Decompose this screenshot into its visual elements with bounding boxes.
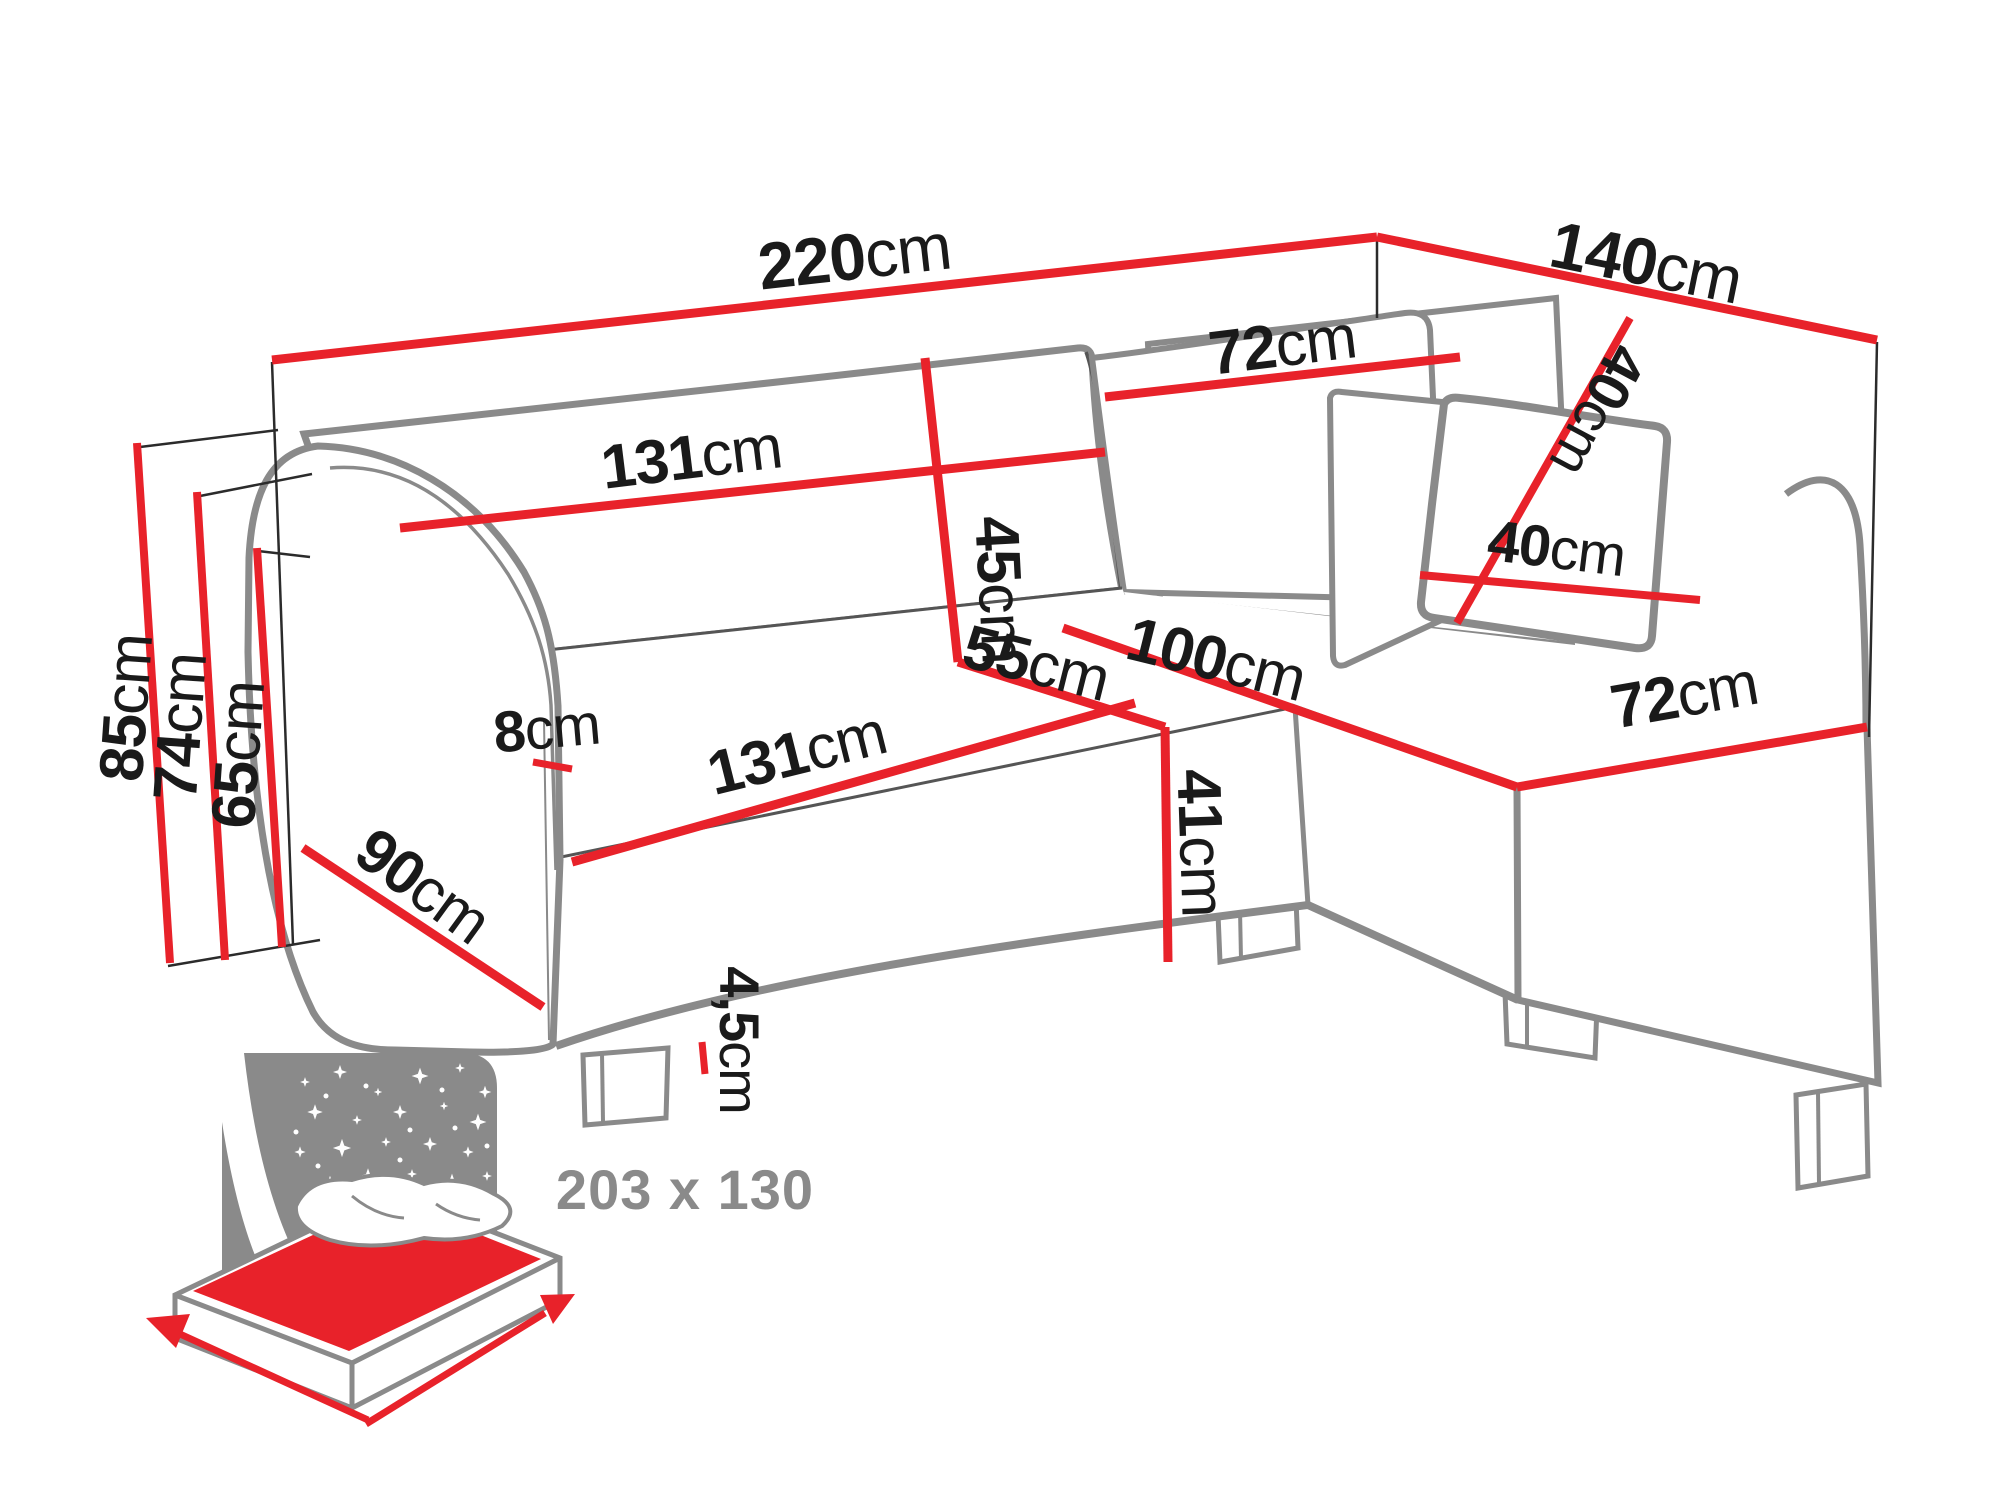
- dim-label-backrest-width: 131cm: [597, 413, 785, 504]
- dim-line-backrest-width: [399, 447, 1106, 533]
- chaise-seat-surface: [1124, 592, 1867, 787]
- dim-line-pillow-width: [1419, 571, 1701, 604]
- dim-label-armrest-height: 74cm: [141, 651, 220, 803]
- dim-line-total-length: [271, 232, 1378, 365]
- pillow-fold: [351, 1194, 405, 1220]
- dim-line-total-depth: [1376, 232, 1878, 345]
- dim-line-armrest-height: [193, 491, 229, 961]
- dimension-lines: [133, 232, 1878, 1075]
- dim-line-seat-front-width: [570, 698, 1137, 867]
- dim-label-leg-height: 4,5cm: [708, 966, 771, 1114]
- dim-line-armrest-top-width: [532, 758, 573, 773]
- dim-label-chaise-width: 72cm: [1606, 649, 1763, 743]
- night-panel-sliver: [222, 1122, 272, 1290]
- sleeping-area-icon: 203 x 130: [146, 1053, 814, 1427]
- pillow-fold-2: [435, 1202, 481, 1222]
- night-panel-swoosh: [244, 1053, 314, 1290]
- dim-line-back-right-width: [1104, 352, 1461, 402]
- armrest-band-inner: [329, 465, 558, 871]
- dim-line-armrest-side-depth: [300, 844, 546, 1011]
- dim-line-chaise-length: [1061, 623, 1519, 792]
- chaise-left-bottom-edge: [1306, 901, 1520, 1004]
- dim-line-seat-depth: [956, 657, 1167, 732]
- dim-label-seatback-height: 65cm: [199, 679, 278, 831]
- seat-front-face: [478, 709, 1308, 1044]
- dim-line-pillow-height: [1453, 316, 1634, 625]
- sofa-drawing: [244, 294, 1882, 1191]
- dim-line-backrest-height: [920, 357, 963, 663]
- dim-line-leg-height: [698, 1041, 709, 1075]
- dim-label-pillow-width: 40cm: [1484, 508, 1629, 589]
- dim-line-seatback-height: [253, 547, 286, 948]
- dim-label-armrest-top-width: 8cm: [491, 692, 603, 766]
- bed-size-arrows: [146, 1294, 575, 1427]
- dim-line-seat-height: [1160, 726, 1173, 963]
- dim-label-total-length: 220cm: [754, 209, 954, 304]
- armrest-right: [1783, 476, 1870, 729]
- extension-lines: [139, 239, 1879, 968]
- dim-label-total-height: 85cm: [87, 632, 166, 784]
- armrest-front-crease: [543, 719, 550, 1041]
- dim-label-seat-height: 41cm: [1163, 768, 1237, 918]
- dim-line-total-height: [133, 442, 174, 964]
- seat-front-bottom-edge: [554, 901, 1309, 1050]
- seat-surface: [436, 588, 1295, 874]
- bed-size-label: 203 x 130: [556, 1158, 814, 1221]
- bed-pillow: [293, 1172, 513, 1248]
- dim-label-backrest-height: 45cm: [961, 514, 1038, 665]
- dim-line-chaise-width: [1516, 722, 1868, 792]
- dim-label-back-right-width: 72cm: [1205, 303, 1360, 389]
- dim-label-total-depth: 140cm: [1544, 207, 1748, 318]
- armrest-left: [244, 442, 564, 1056]
